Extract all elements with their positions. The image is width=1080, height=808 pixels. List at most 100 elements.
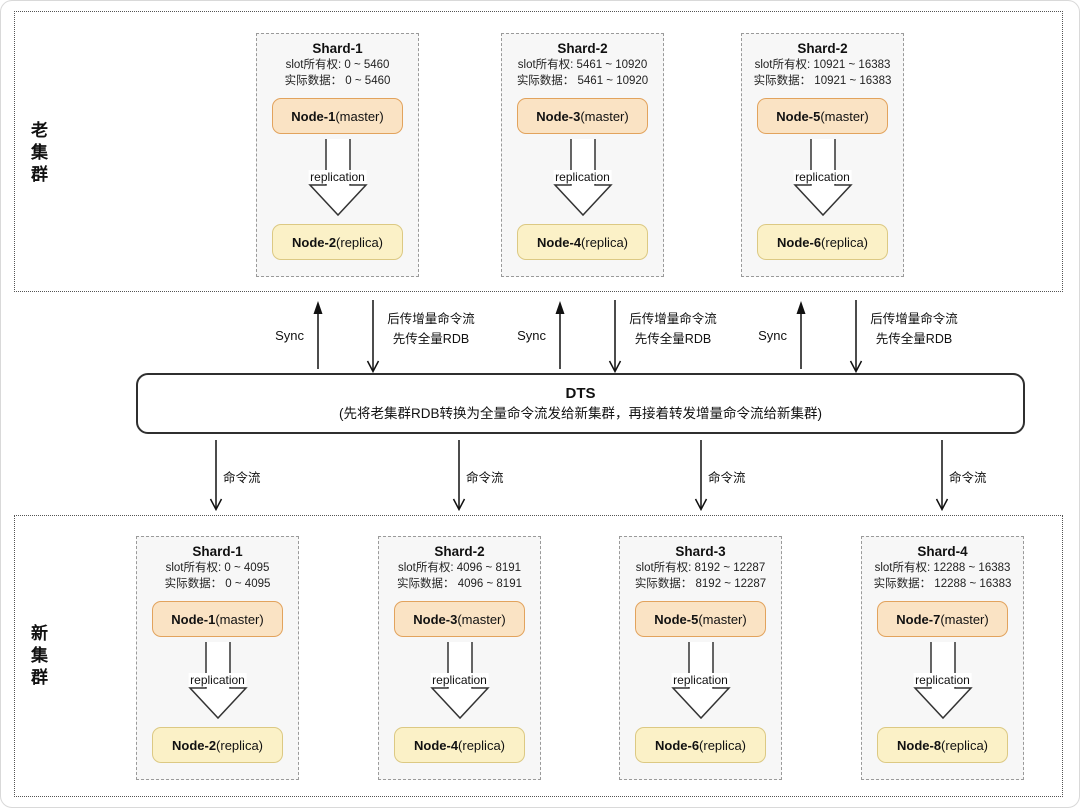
sync-label: Sync xyxy=(275,328,304,343)
incremental-flow-line1: 后传增量命令流 xyxy=(870,312,958,326)
incremental-down-arrow-icon xyxy=(366,300,380,373)
master-node: Node-1(master) xyxy=(272,98,403,134)
incremental-down-arrow-icon xyxy=(608,300,622,373)
node-role: (replica) xyxy=(699,737,747,753)
node-name: Node-3 xyxy=(413,611,458,627)
replication-label: replication xyxy=(308,170,367,184)
replication-arrow-icon: replication xyxy=(538,138,628,220)
node-role: (master) xyxy=(820,108,869,124)
replication-label: replication xyxy=(793,170,852,184)
command-flow-label: 命令流 xyxy=(466,471,504,485)
replication-label: replication xyxy=(188,673,247,687)
incremental-down-arrow-icon xyxy=(849,300,863,373)
shard-data-range: 实际数据： 4096 ~ 8191 xyxy=(397,578,522,590)
command-flow-arrow-icon xyxy=(452,440,466,511)
command-flow-arrow-icon xyxy=(694,440,708,511)
node-role: (master) xyxy=(698,611,747,627)
command-flow-label: 命令流 xyxy=(708,471,746,485)
shard-data-range: 实际数据： 12288 ~ 16383 xyxy=(873,578,1012,590)
new-cluster-shard-2: Shard-2 slot所有权: 4096 ~ 8191 实际数据： 4096 … xyxy=(378,536,541,780)
replication-arrow-icon: replication xyxy=(778,138,868,220)
master-node: Node-3(master) xyxy=(517,98,648,134)
node-role: (master) xyxy=(457,611,506,627)
replication-label: replication xyxy=(430,673,489,687)
replication-arrow-icon: replication xyxy=(173,641,263,723)
old-cluster-shard-1: Shard-1 slot所有权: 0 ~ 5460 实际数据： 0 ~ 5460… xyxy=(256,33,419,277)
replication-arrow-icon: replication xyxy=(898,641,988,723)
shard-title: Shard-1 xyxy=(312,41,363,56)
incremental-flow-line1: 后传增量命令流 xyxy=(387,312,475,326)
node-role: (master) xyxy=(580,108,629,124)
replica-node: Node-4(replica) xyxy=(517,224,648,260)
incremental-flow-line2: 先传全量RDB xyxy=(392,332,470,346)
shard-title: Shard-2 xyxy=(557,41,608,56)
shard-title: Shard-4 xyxy=(917,544,968,559)
node-role: (replica) xyxy=(336,234,384,250)
master-node: Node-7(master) xyxy=(877,601,1008,637)
node-name: Node-6 xyxy=(776,234,822,250)
old-cluster-shard-2: Shard-2 slot所有权: 5461 ~ 10920 实际数据： 5461… xyxy=(501,33,664,277)
replica-node: Node-4(replica) xyxy=(394,727,525,763)
incremental-flow-label: 后传增量命令流 先传全量RDB xyxy=(862,309,966,349)
new-cluster-label: 新集群 xyxy=(28,624,47,690)
shard-slot-range: slot所有权: 5461 ~ 10920 xyxy=(517,59,648,71)
node-role: (replica) xyxy=(216,737,264,753)
node-role: (replica) xyxy=(941,737,989,753)
incremental-flow-line1: 后传增量命令流 xyxy=(629,312,717,326)
node-role: (master) xyxy=(215,611,264,627)
old-cluster-shard-3: Shard-2 slot所有权: 10921 ~ 16383 实际数据： 109… xyxy=(741,33,904,277)
node-name: Node-4 xyxy=(536,234,582,250)
incremental-flow-label: 后传增量命令流 先传全量RDB xyxy=(621,309,725,349)
shard-data-range: 实际数据： 8192 ~ 12287 xyxy=(634,578,767,590)
shard-data-range: 实际数据： 5461 ~ 10920 xyxy=(516,75,649,87)
node-role: (replica) xyxy=(458,737,506,753)
replica-node: Node-6(replica) xyxy=(635,727,766,763)
master-node: Node-3(master) xyxy=(394,601,525,637)
sync-up-arrow-icon xyxy=(555,301,565,369)
master-node: Node-1(master) xyxy=(152,601,283,637)
node-name: Node-2 xyxy=(171,737,217,753)
shard-data-range: 实际数据： 0 ~ 4095 xyxy=(164,578,271,590)
dts-subtitle: (先将老集群RDB转换为全量命令流发给新集群，再接着转发增量命令流给新集群) xyxy=(339,405,822,421)
shard-title: Shard-2 xyxy=(434,544,485,559)
shard-slot-range: slot所有权: 8192 ~ 12287 xyxy=(635,562,766,574)
replication-arrow-icon: replication xyxy=(415,641,505,723)
node-role: (master) xyxy=(335,108,384,124)
node-name: Node-5 xyxy=(654,611,699,627)
node-name: Node-3 xyxy=(536,108,581,124)
new-cluster-shard-4: Shard-4 slot所有权: 12288 ~ 16383 实际数据： 122… xyxy=(861,536,1024,780)
command-flow-label: 命令流 xyxy=(949,471,987,485)
node-name: Node-1 xyxy=(171,611,216,627)
shard-title: Shard-3 xyxy=(675,544,726,559)
shard-data-range: 实际数据： 0 ~ 5460 xyxy=(284,75,391,87)
replica-node: Node-8(replica) xyxy=(877,727,1008,763)
sync-up-arrow-icon xyxy=(796,301,806,369)
node-name: Node-1 xyxy=(291,108,336,124)
node-role: (master) xyxy=(940,611,989,627)
new-cluster-shard-3: Shard-3 slot所有权: 8192 ~ 12287 实际数据： 8192… xyxy=(619,536,782,780)
node-name: Node-7 xyxy=(896,611,941,627)
command-flow-label: 命令流 xyxy=(223,471,261,485)
incremental-flow-label: 后传增量命令流 先传全量RDB xyxy=(379,309,483,349)
dts-title: DTS xyxy=(565,384,596,402)
replication-label: replication xyxy=(913,673,972,687)
replica-node: Node-2(replica) xyxy=(272,224,403,260)
replica-node: Node-2(replica) xyxy=(152,727,283,763)
old-cluster-label: 老集群 xyxy=(28,121,47,187)
sync-label: Sync xyxy=(517,328,546,343)
new-cluster-shard-1: Shard-1 slot所有权: 0 ~ 4095 实际数据： 0 ~ 4095… xyxy=(136,536,299,780)
replication-label: replication xyxy=(553,170,612,184)
shard-slot-range: slot所有权: 0 ~ 5460 xyxy=(285,59,390,71)
node-role: (replica) xyxy=(821,234,869,250)
node-name: Node-4 xyxy=(413,737,459,753)
master-node: Node-5(master) xyxy=(635,601,766,637)
sync-up-arrow-icon xyxy=(313,301,323,369)
shard-data-range: 实际数据： 10921 ~ 16383 xyxy=(753,75,892,87)
shard-slot-range: slot所有权: 4096 ~ 8191 xyxy=(397,562,522,574)
node-name: Node-2 xyxy=(291,234,337,250)
shard-title: Shard-2 xyxy=(797,41,848,56)
node-role: (replica) xyxy=(581,234,629,250)
command-flow-arrow-icon xyxy=(935,440,949,511)
node-name: Node-6 xyxy=(654,737,700,753)
